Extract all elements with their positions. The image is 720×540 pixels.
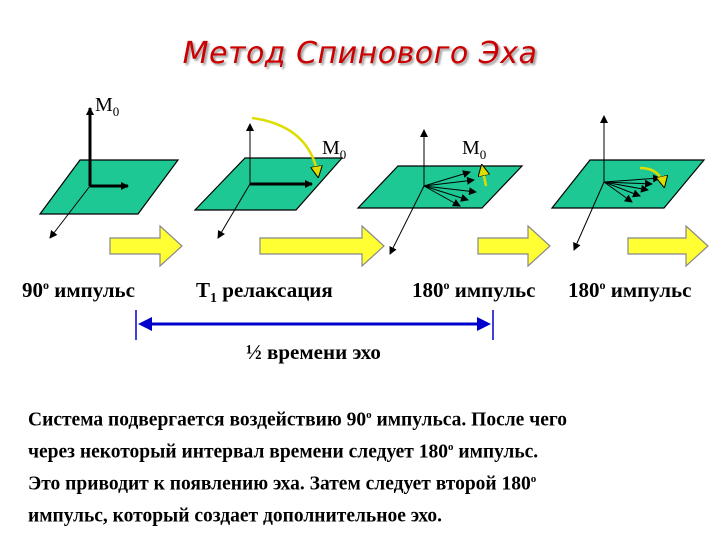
stage-label-180-pulse-2: 180o импульс	[568, 278, 692, 302]
block-arrow	[477, 224, 551, 268]
spin-vector	[603, 179, 653, 188]
spin-vector	[423, 185, 469, 202]
block-arrow	[259, 224, 385, 268]
description-line: через некоторый интервал времени следует…	[28, 441, 539, 463]
pulse-arrows	[109, 224, 709, 268]
spin-vector	[603, 181, 649, 193]
slide-title: Метод Спинового Эха	[182, 36, 538, 71]
x-axis	[49, 185, 91, 239]
spin-vector	[423, 170, 471, 187]
spin-vector	[423, 176, 475, 187]
echo-interval-bracket	[135, 310, 494, 340]
panel-180-pulse-1	[356, 129, 524, 255]
transverse-plane	[550, 159, 706, 209]
stage-label-t1-relaxation: T1 релаксация	[196, 278, 333, 307]
x-axis	[389, 185, 425, 255]
stage-label-90-pulse: 90o импульс	[22, 278, 135, 302]
rotation-arc	[251, 116, 318, 176]
panel-t1-relaxation	[193, 116, 344, 239]
description-line: Это приводит к появлению эха. Затем след…	[28, 473, 537, 495]
description-line: импульс, который создает дополнительное …	[28, 505, 443, 527]
precession-arrow	[639, 166, 664, 186]
transverse-plane	[356, 165, 524, 209]
description-line: Система подвергается воздействию 90o имп…	[28, 409, 567, 431]
spin-vector	[603, 174, 661, 183]
m0-label: M0	[322, 137, 347, 162]
stage-label-180-pulse-1: 180o импульс	[412, 278, 536, 302]
description-text: Система подвергается воздействию 90o имп…	[28, 402, 708, 530]
m0-label: M0	[462, 137, 487, 162]
spin-vector	[603, 181, 633, 203]
x-axis	[573, 181, 605, 251]
m0-label: M0	[95, 94, 120, 119]
precession-arrow	[482, 166, 486, 187]
block-arrow	[627, 224, 709, 268]
spin-vector	[423, 185, 477, 196]
spin-vector	[603, 181, 641, 198]
panel-90-pulse	[38, 107, 180, 239]
half-echo-time-label: ½ времени эхо	[246, 340, 381, 364]
spin-vector	[423, 185, 461, 207]
x-axis	[217, 183, 251, 239]
panel-180-pulse-2	[550, 115, 706, 251]
block-arrow	[109, 224, 183, 268]
